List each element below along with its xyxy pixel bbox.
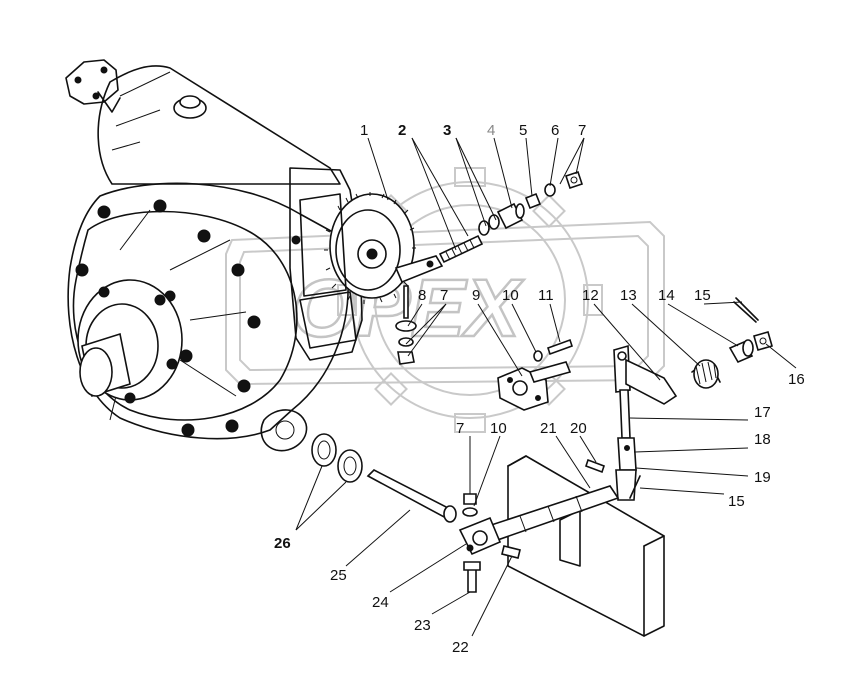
callout-12: 12 [582, 287, 599, 304]
parts-8-7-middle [395, 285, 417, 365]
callout-20: 20 [570, 420, 587, 437]
parts-10-11 [533, 338, 574, 362]
callout-11: 11 [538, 287, 554, 304]
transfer-case-housing [65, 59, 363, 452]
callout-3: 3 [443, 122, 451, 139]
callout-7-lower: 7 [456, 420, 464, 437]
callout-1: 1 [360, 122, 368, 139]
callout-19: 19 [754, 469, 771, 486]
callout-23: 23 [414, 617, 431, 634]
callout-25: 25 [330, 567, 347, 584]
part-9-bracket [497, 361, 572, 411]
callout-15-bottom: 15 [728, 493, 745, 510]
parts-22-26-lower [311, 433, 521, 593]
callout-7-middle: 7 [440, 287, 448, 304]
callout-8: 8 [418, 287, 426, 304]
leader-lines [295, 137, 797, 637]
callout-26: 26 [274, 535, 291, 552]
callout-5: 5 [519, 122, 527, 139]
mounting-plate [507, 455, 665, 637]
callout-21: 21 [540, 420, 557, 437]
callout-10-lower: 10 [490, 420, 507, 437]
callout-10-middle: 10 [502, 287, 519, 304]
callout-13: 13 [620, 287, 637, 304]
callout-24: 24 [372, 594, 389, 611]
callout-6: 6 [551, 122, 559, 139]
callout-22: 22 [452, 639, 469, 656]
callout-labels: 1 2 3 4 5 6 7 8 7 9 10 11 12 13 14 15 16… [274, 122, 805, 656]
parts-12-16-lever-group [613, 297, 773, 405]
callout-9: 9 [472, 287, 480, 304]
callout-18: 18 [754, 431, 771, 448]
callout-4: 4 [487, 122, 495, 139]
callout-2: 2 [398, 122, 406, 139]
callout-16: 16 [788, 371, 805, 388]
callout-15-top: 15 [694, 287, 711, 304]
parts-17-19-rod [615, 389, 641, 501]
part-1-drum [291, 192, 444, 304]
callout-7-top: 7 [578, 122, 586, 139]
part-20-bolt [584, 458, 606, 474]
callout-14: 14 [658, 287, 675, 304]
callout-17: 17 [754, 404, 771, 421]
